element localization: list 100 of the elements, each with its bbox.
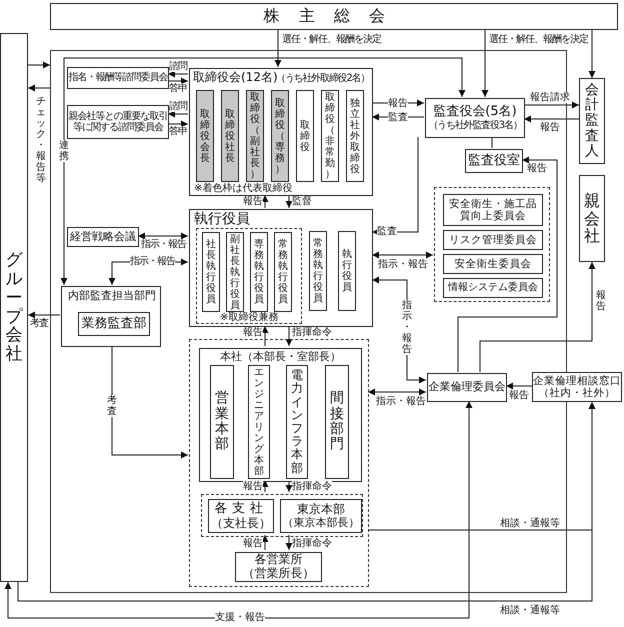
box-label: エンジニアリング本部 [254, 367, 264, 477]
box-label: 営業本部 [215, 391, 229, 453]
director-box [296, 90, 314, 182]
box-label: 経営戦略会議 [70, 230, 136, 244]
head-office-box [199, 348, 362, 482]
director-box [346, 90, 364, 182]
dashed-group [201, 494, 363, 537]
note-text: ※着色枠は代表取締役 [194, 183, 292, 194]
director-box [321, 90, 339, 182]
box-label: 企業倫理委員会 [428, 381, 506, 394]
arrow [28, 62, 50, 68]
arrow [274, 30, 282, 68]
division-box [248, 365, 270, 479]
box-label: 取締役（非常勤） [325, 92, 335, 180]
ethics-hotline-box [532, 372, 622, 402]
box-label: 東京本部 [297, 502, 345, 516]
committee-box [67, 67, 169, 89]
arrow [168, 78, 188, 84]
box-label: 指名・報酬等諮問委員会 [68, 72, 168, 84]
executive-officers-box [189, 209, 373, 327]
edge-label: 答申 [169, 83, 187, 94]
officer-box [309, 231, 327, 311]
edge-label: 報告請求 [530, 92, 570, 103]
director-box [196, 90, 214, 182]
box-subtitle: （うち社外取締役2名） [276, 73, 370, 84]
committee-box [443, 194, 543, 226]
box-label: 親会社等との重要な取引等に関する諮問委員会 [68, 110, 168, 134]
edge-label: チェック・報告等 [36, 96, 46, 184]
box-label: 親会社 [584, 192, 600, 245]
officer-box [226, 232, 244, 312]
box-label: （東京本部長） [282, 516, 360, 530]
arrow [60, 58, 466, 286]
branch-box [280, 499, 362, 533]
arrow [262, 326, 268, 346]
arrow [18, 402, 596, 602]
edge-label: 報告 [540, 122, 560, 133]
edge-label: 報告 [243, 327, 263, 338]
edge-label: 諮問 [169, 101, 187, 112]
arrow [28, 84, 50, 92]
edge-label: 考査 [30, 318, 48, 329]
officer-box [202, 232, 220, 312]
edge-label: 指示・報告 [378, 259, 428, 270]
box-title: 内部監査担当部門 [68, 290, 156, 303]
box-label: 常務執行役員 [278, 239, 288, 305]
edge-label: 指示・報告 [376, 396, 426, 407]
group-companies-box [0, 33, 28, 582]
meeting-box [67, 227, 139, 247]
arrow [168, 110, 188, 118]
arrow [372, 252, 434, 258]
arrow [286, 194, 292, 208]
arrow [28, 312, 60, 318]
division-box [325, 365, 349, 479]
edge-label: 指示・報告 [402, 300, 412, 355]
edge-label: 監査 [388, 112, 408, 123]
parent-company-box [579, 175, 605, 262]
box-title: 執行役員 [194, 211, 250, 228]
branch-box [208, 499, 274, 533]
box-label: 副社長執行役員 [230, 234, 240, 310]
arrow [480, 262, 596, 372]
edge-label: 監査 [377, 226, 397, 237]
director-box [221, 90, 239, 182]
box-label: グループ会社 [6, 251, 22, 364]
auditor-box [579, 78, 605, 164]
box-label: リスク管理委員会 [449, 234, 537, 246]
edge-label: 指揮命令 [292, 327, 332, 338]
box-label: 情報システム委員会 [448, 282, 538, 294]
department-box [78, 312, 150, 336]
edge-label: 報告 [243, 481, 263, 492]
box-label: 安全衛生委員会 [454, 258, 532, 270]
note-text: ※取締役兼務 [220, 312, 278, 324]
arrow [112, 346, 188, 458]
edge-label: 諮問 [169, 61, 187, 72]
director-box [271, 90, 289, 182]
edge-label: 報告 [527, 163, 547, 174]
box-label: （社内・社外） [538, 387, 616, 400]
internal-audit-box [61, 286, 161, 347]
edge-label: 報告 [509, 390, 529, 401]
box-label: 取締役（専務） [275, 98, 285, 174]
arrow [262, 534, 268, 550]
box-label: 取締役 [300, 120, 310, 152]
arrow [372, 136, 418, 236]
audit-office-box [465, 149, 523, 173]
box-label: 取締役社長 [225, 108, 235, 164]
arrow [4, 400, 472, 618]
box-title: 取締役会(12名) [193, 71, 278, 85]
officer-box [274, 232, 292, 312]
box-label: 監査役会(5名) [433, 104, 517, 120]
edge-label: 答申 [169, 126, 187, 137]
box-label: 会計監査人 [585, 82, 599, 160]
arrow [286, 534, 292, 550]
box-label: 独立社外取締役 [350, 98, 360, 174]
box-label: 各営業所 [254, 553, 302, 567]
box-label: 間接部門 [330, 391, 344, 453]
committee-box [443, 254, 543, 274]
edge-label: 指示・報告 [141, 239, 186, 250]
arrow [482, 30, 488, 98]
officer-box [250, 232, 268, 312]
edge-label: 相談・通報等 [500, 518, 560, 529]
box-label: （うち社外監査役3名） [428, 120, 522, 132]
box-label: 業務監査部 [82, 316, 146, 332]
